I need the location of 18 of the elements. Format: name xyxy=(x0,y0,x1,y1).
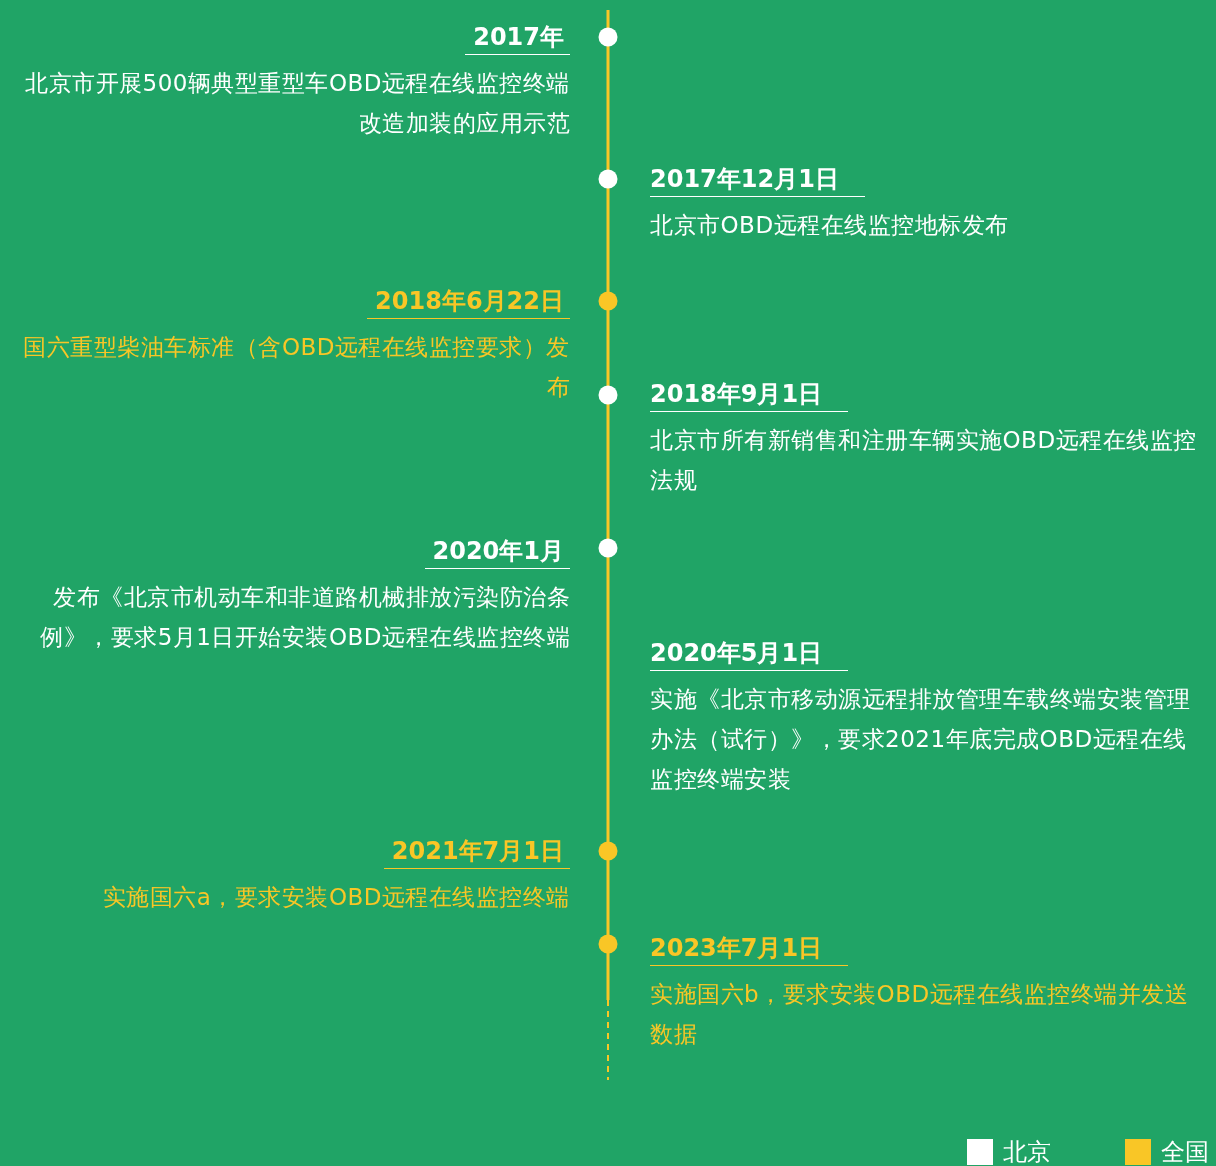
date-heading: 2020年1月 xyxy=(424,536,570,569)
event-description: 实施国六a，要求安装OBD远程在线监控终端 xyxy=(101,883,570,912)
event-description: 北京市所有新销售和注册车辆实施OBD远程在线监控法规 xyxy=(650,426,1198,495)
date-heading: 2020年5月1日 xyxy=(650,638,849,671)
date-heading: 2018年9月1日 xyxy=(650,379,849,412)
date-heading: 2017年12月1日 xyxy=(650,164,865,197)
event-description: 北京市OBD远程在线监控地标发布 xyxy=(650,211,1010,240)
date-heading: 2017年 xyxy=(465,22,570,55)
event-description: 北京市开展500辆典型重型车OBD远程在线监控终端改造加装的应用示范 xyxy=(24,69,570,138)
legend-label: 全国 xyxy=(1161,1137,1209,1166)
date-heading: 2023年7月1日 xyxy=(650,933,849,966)
event-description: 发布《北京市机动车和非道路机械排放污染防治条例》，要求5月1日开始安装OBD远程在线监控终端 xyxy=(39,583,570,652)
legend-label: 北京 xyxy=(1003,1137,1051,1166)
event-description: 国六重型柴油车标准（含OBD远程在线监控要求）发布 xyxy=(22,333,570,402)
event-description: 实施《北京市移动源远程排放管理车载终端安装管理办法（试行）》，要求2021年底完成OBD远程在线监控终端安装 xyxy=(650,685,1192,794)
event-description: 实施国六b，要求安装OBD远程在线监控终端并发送数据 xyxy=(650,980,1190,1049)
date-heading: 2021年7月1日 xyxy=(383,836,570,869)
date-heading: 2018年6月22日 xyxy=(367,286,570,319)
